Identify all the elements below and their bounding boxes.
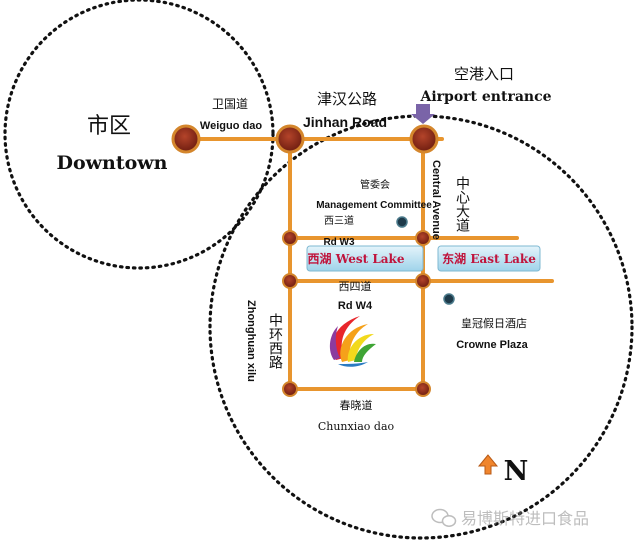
rd-w3-en-label: Rd W3 [323,237,355,248]
weiguo-junction [171,124,201,154]
east-lake-shape [437,245,541,272]
rd-w4-zh-label: 西四道 [339,279,372,293]
downtown-en-label: Downtown [57,152,168,174]
rd-w3-zh-label: 西三道 [324,214,354,227]
jinhan-zh-label: 津汉公路 [317,90,377,108]
west-lake-shape [306,245,424,272]
airport-en-label: Airport entrance [419,89,551,105]
downtown-zh-label: 市区 [87,114,131,139]
airport-junction [409,124,439,154]
junction-w3-central [415,230,431,246]
central-avenue-en-label: Central Avenue [430,160,442,240]
junction-w3-west [282,230,298,246]
rd-w4-en-label: Rd W4 [338,300,373,312]
jinhan-junction [275,124,305,154]
management-zh-label: 管委会 [360,178,390,191]
large-nodes [171,124,439,154]
roads [184,137,554,394]
north-label: N [504,456,529,487]
small-nodes [282,230,431,397]
wechat-icon [431,508,457,527]
weiguo-zh-label: 卫国道 [212,97,248,111]
jinhan-en-label: Jinhan Road [303,114,387,130]
chunxiao-zh-label: 春晓道 [340,398,373,412]
airport-zh-label: 空港入口 [454,65,514,83]
zhonghuan-en-label: Zhonghuan xilu [245,300,257,382]
crowne-en-label: Crowne Plaza [456,339,528,351]
junction-chunxiao-west [282,381,298,397]
junction-w4-central [415,273,431,289]
crowne-poi-icon [443,293,455,305]
junction-chunxiao-central [415,381,431,397]
east-lake-label: 东湖 East Lake [442,251,536,266]
west-lake-label: 西湖 West Lake [308,251,405,266]
airport-marker-icon [411,104,435,124]
chunxiao-en-label: Chunxiao dao [318,420,395,433]
zhonghuan-zh-label: 中环西路 [267,313,283,369]
management-poi-icon [396,216,408,228]
watermark: 易博斯特进口食品 [431,508,589,528]
watermark-text: 易博斯特进口食品 [461,510,589,528]
management-en-label: Management Committee [316,200,432,211]
weiguo-en-label: Weiguo dao [200,120,262,132]
north-arrow-icon [477,454,499,475]
downtown-boundary [3,0,275,270]
junction-w4-west [282,273,298,289]
crowne-zh-label: 皇冠假日酒店 [461,316,527,330]
district-logo-icon [329,316,376,367]
central-avenue-zh-label: 中心大道 [454,176,470,233]
